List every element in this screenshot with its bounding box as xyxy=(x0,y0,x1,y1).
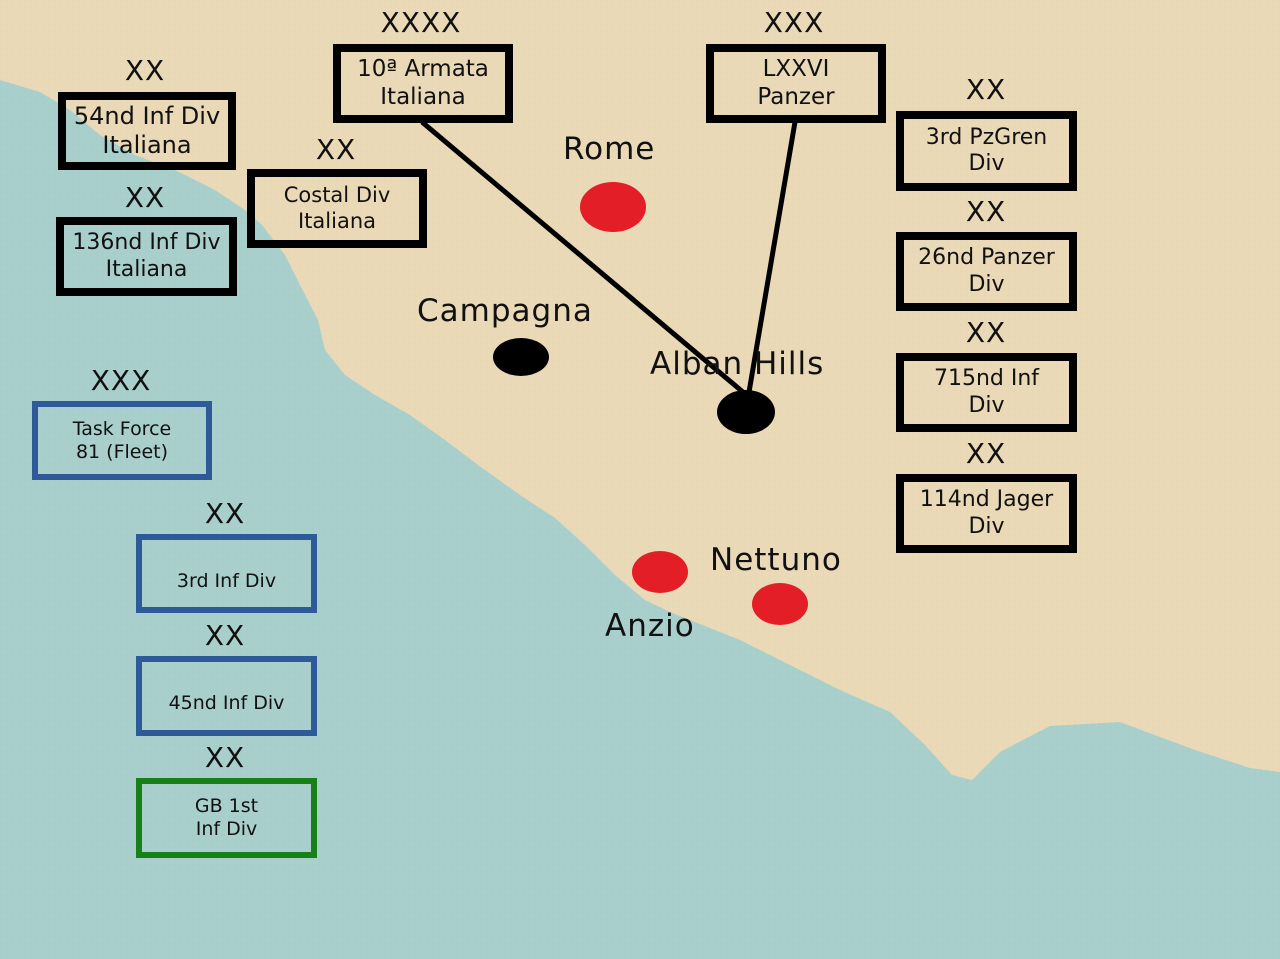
rome-label: Rome xyxy=(563,131,656,167)
de-114-jager-counter[interactable]: 114nd Jager Div xyxy=(896,474,1077,553)
us-3-inf-echelon: XX xyxy=(204,497,246,530)
unit-name-line1: 3rd Inf Div xyxy=(176,570,277,593)
unit-name-line2: Panzer xyxy=(757,83,835,110)
command-line-lxxvi-panzer xyxy=(745,121,798,399)
unit-name-line1: 114nd Jager xyxy=(919,487,1054,513)
gb-1-inf-echelon: XX xyxy=(204,741,246,774)
us-3-inf-counter[interactable]: 3rd Inf Div xyxy=(136,534,317,613)
unit-name-line1: 45nd Inf Div xyxy=(168,692,285,715)
unit-name-line1: LXXVI xyxy=(762,55,830,82)
unit-name-line2: Div xyxy=(968,513,1005,539)
unit-name-line1: 10ª Armata xyxy=(357,55,489,82)
us-45-inf-echelon: XX xyxy=(204,619,246,652)
it-136-div-counter[interactable]: 136nd Inf Div Italiana xyxy=(56,217,237,296)
alban-hills-label: Alban Hills xyxy=(650,346,825,382)
unit-name-line1: 3rd PzGren xyxy=(925,124,1048,150)
unit-name-line1: 54nd Inf Div xyxy=(73,102,221,131)
campagna-marker[interactable] xyxy=(493,338,549,376)
unit-name-line2: Div xyxy=(968,151,1005,176)
de-3-pzgren-echelon: XX xyxy=(965,73,1007,106)
it-54-div-counter[interactable]: 54nd Inf Div Italiana xyxy=(58,92,236,170)
it-10-army-echelon: XXXX xyxy=(380,6,462,39)
unit-name-line2: Italiana xyxy=(297,208,376,233)
unit-name-line2: Inf Div xyxy=(195,818,258,840)
campagna-label: Campagna xyxy=(417,293,593,329)
de-715-inf-echelon: XX xyxy=(965,316,1007,349)
unit-name-line2: Italiana xyxy=(105,256,188,282)
unit-name-line2: Italiana xyxy=(102,131,192,159)
us-45-inf-counter[interactable]: 45nd Inf Div xyxy=(136,656,317,736)
us-tf81-echelon: XXX xyxy=(90,364,152,397)
de-3-pzgren-counter[interactable]: 3rd PzGren Div xyxy=(896,111,1077,191)
unit-name-line2: Italiana xyxy=(380,83,466,110)
anzio-marker[interactable] xyxy=(632,551,688,593)
unit-name-line1: Costal Div xyxy=(283,183,391,208)
anzio-label: Anzio xyxy=(605,608,695,644)
unit-name-line1: 136nd Inf Div xyxy=(72,230,221,256)
unit-name-line2: 81 (Fleet) xyxy=(75,440,169,463)
it-54-div-echelon: XX xyxy=(124,54,166,87)
it-10-army-counter[interactable]: 10ª Armata Italiana xyxy=(333,44,513,123)
gb-1-inf-counter[interactable]: GB 1st Inf Div xyxy=(136,778,317,858)
de-114-jager-echelon: XX xyxy=(965,437,1007,470)
it-136-div-echelon: XX xyxy=(124,181,166,214)
rome-marker[interactable] xyxy=(580,182,646,232)
unit-name-line1: GB 1st xyxy=(194,795,259,818)
command-line-10th-army xyxy=(420,120,752,400)
us-tf81-counter[interactable]: Task Force 81 (Fleet) xyxy=(32,401,212,480)
nettuno-label: Nettuno xyxy=(710,542,842,578)
de-26-panzer-echelon: XX xyxy=(965,195,1007,228)
it-costal-div-counter[interactable]: Costal Div Italiana xyxy=(247,169,427,248)
unit-name-line1: 715nd Inf xyxy=(933,366,1040,392)
de-26-panzer-counter[interactable]: 26nd Panzer Div xyxy=(896,232,1077,311)
it-costal-div-echelon: XX xyxy=(315,133,357,166)
de-76-panzer-counter[interactable]: LXXVI Panzer xyxy=(706,44,886,123)
unit-name-line2: Div xyxy=(968,392,1005,418)
unit-name-line1: 26nd Panzer xyxy=(918,245,1055,271)
alban-hills-marker[interactable] xyxy=(717,390,775,434)
unit-name-line1: Task Force xyxy=(72,417,172,440)
de-76-panzer-echelon: XXX xyxy=(763,6,825,39)
nettuno-marker[interactable] xyxy=(752,583,808,625)
unit-name-line2: Div xyxy=(968,271,1005,297)
de-715-inf-counter[interactable]: 715nd Inf Div xyxy=(896,353,1077,432)
